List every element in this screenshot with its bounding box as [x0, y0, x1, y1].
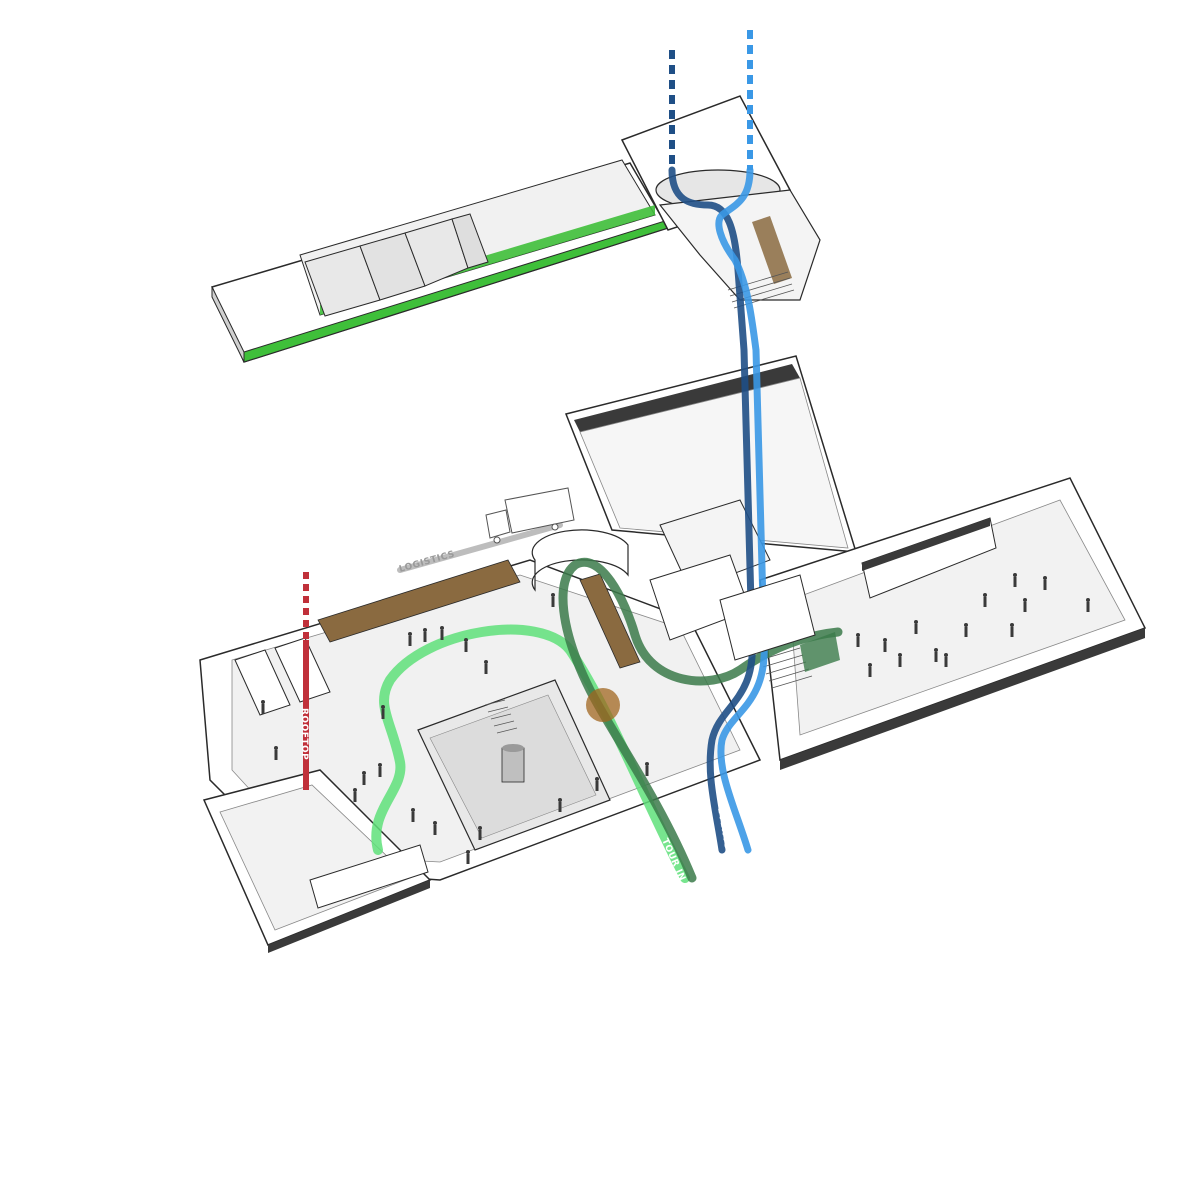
person-icon — [558, 798, 562, 812]
person-icon — [1010, 623, 1014, 637]
person-icon — [433, 821, 437, 835]
person-icon — [274, 746, 278, 760]
person-icon — [464, 638, 468, 652]
stair-node — [586, 688, 620, 722]
person-icon — [423, 628, 427, 642]
person-icon — [983, 593, 987, 607]
central-tower-block — [564, 355, 858, 553]
person-icon — [595, 777, 599, 791]
person-icon — [466, 850, 470, 864]
person-icon — [484, 660, 488, 674]
ground-floor-plan — [199, 477, 1147, 953]
logistics-label: LOGISTICS — [398, 549, 456, 574]
person-icon — [1013, 573, 1017, 587]
person-icon — [914, 620, 918, 634]
person-icon — [261, 700, 265, 714]
person-icon — [898, 653, 902, 667]
rooftop-route: ROOFTOP — [299, 572, 309, 790]
person-icon — [856, 633, 860, 647]
person-icon — [964, 623, 968, 637]
person-icon — [551, 593, 555, 607]
person-icon — [362, 771, 366, 785]
person-icon — [883, 638, 887, 652]
person-icon — [408, 632, 412, 646]
truck-icon — [485, 487, 575, 544]
person-icon — [934, 648, 938, 662]
person-icon — [868, 663, 872, 677]
person-icon — [1043, 576, 1047, 590]
rooftop-label: ROOFTOP — [299, 708, 309, 760]
person-icon — [944, 653, 948, 667]
person-icon — [411, 808, 415, 822]
person-icon — [645, 762, 649, 776]
person-icon — [1023, 598, 1027, 612]
events-entry-strip — [719, 574, 840, 672]
person-icon — [440, 626, 444, 640]
person-icon — [1086, 598, 1090, 612]
person-icon — [381, 705, 385, 719]
people-figures — [261, 573, 1090, 864]
person-icon — [353, 788, 357, 802]
person-icon — [478, 826, 482, 840]
person-icon — [378, 763, 382, 777]
